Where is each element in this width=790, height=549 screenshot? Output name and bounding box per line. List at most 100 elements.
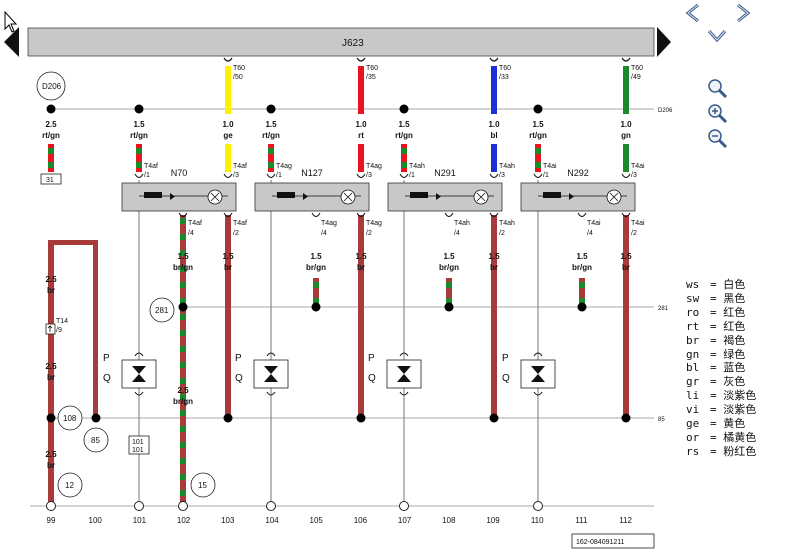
coil-symbol-icon <box>543 192 561 198</box>
pin-label: /2 <box>366 230 372 237</box>
mouse-cursor-icon <box>4 10 18 33</box>
pin-arrow-icon <box>266 352 276 357</box>
legend-eq: = <box>710 278 724 291</box>
sensor-cross-icon <box>343 192 353 202</box>
wire-color-label: br <box>47 373 55 382</box>
legend-eq: = <box>710 403 724 417</box>
pin-arrow-icon <box>134 391 144 396</box>
pin-label: T4ah <box>499 163 515 170</box>
pin-label: /1 <box>144 172 150 179</box>
label-85-line: 85 <box>658 417 665 423</box>
label-p: P <box>103 353 110 364</box>
wire-color-label: rt <box>358 131 364 140</box>
legend-row: ws= 白色 <box>686 278 756 292</box>
column-number: 102 <box>177 516 191 525</box>
coil-symbol-icon <box>410 192 428 198</box>
wire-color-label: br/gn <box>572 263 592 272</box>
label-d206: D206 <box>42 82 62 91</box>
sensor-cross-icon <box>609 192 619 202</box>
legend-row: li= 淡紫色 <box>686 389 756 403</box>
pin-label: T4ai <box>631 163 645 170</box>
ref-108: 108 <box>63 414 77 423</box>
legend-name: 灰色 <box>723 375 746 389</box>
box-101-top: 101 <box>132 439 144 446</box>
sensor-cross-icon <box>210 192 220 202</box>
column-number: 103 <box>221 516 235 525</box>
wire-size-label: 1.5 <box>177 252 189 261</box>
ref-15: 15 <box>198 481 207 490</box>
zoom-fit-icon[interactable] <box>708 79 728 99</box>
legend-name: 红色 <box>723 319 746 333</box>
legend-eq: = <box>710 389 724 403</box>
diode-symbol-icon <box>170 193 175 200</box>
t14-label: T14 <box>56 318 68 325</box>
connector-t14-arrow-icon <box>47 325 53 332</box>
pin-label: T4ag <box>276 163 292 170</box>
pin-label: T4af <box>233 163 247 170</box>
legend-eq: = <box>710 305 724 319</box>
pin-label: T4ah <box>409 163 425 170</box>
pin-arrow-icon <box>577 212 587 217</box>
pin-arrow-icon <box>356 173 366 178</box>
wire-color-label: br <box>490 263 498 272</box>
pin-arrow-icon <box>266 391 276 396</box>
column-number: 101 <box>133 516 147 525</box>
next-page-arrow-icon[interactable] <box>657 27 671 57</box>
zoom-out-icon[interactable] <box>708 129 728 149</box>
connector-label: T60 <box>499 65 511 72</box>
valve-actuator-icon <box>397 366 411 382</box>
pin-arrow-icon <box>533 352 543 357</box>
chevron-left-icon[interactable] <box>685 3 699 23</box>
legend-row: rs= 粉红色 <box>686 445 756 459</box>
pin-label: /3 <box>233 172 239 179</box>
wire-color-label: rt/gn <box>130 131 148 140</box>
ground-point-d206 <box>36 71 66 101</box>
label-p: P <box>235 353 242 364</box>
wire-size-label: 2.5 <box>45 275 57 284</box>
wire-size-label: 1.5 <box>620 252 632 261</box>
component-name-n127: N127 <box>301 168 323 178</box>
legend-code: sw <box>686 291 700 305</box>
legend-name: 淡紫色 <box>723 403 757 417</box>
wire-size-label: 2.5 <box>45 362 57 371</box>
reference-circles <box>57 297 216 498</box>
wire-color-label: br/gn <box>173 397 193 406</box>
pin-label: /2 <box>499 230 505 237</box>
label-d206-line: D206 <box>658 108 673 114</box>
valve-actuator-icon <box>132 366 146 382</box>
column-number: 105 <box>310 516 324 525</box>
pin-arrow-icon <box>399 352 409 357</box>
legend-row: sw= 黑色 <box>686 292 756 306</box>
pin-arrow-icon <box>178 212 188 217</box>
diode-symbol-icon <box>436 193 441 200</box>
legend-eq: = <box>710 430 724 444</box>
pin-label: T4af <box>233 220 247 227</box>
pin-label: T4ag <box>366 163 382 170</box>
legend-code: rt <box>686 319 700 333</box>
pin-arrow-icon <box>621 212 631 217</box>
pin-arrow-icon <box>399 173 409 178</box>
column-number: 99 <box>47 516 56 525</box>
wire-size-label: 1.5 <box>488 252 500 261</box>
wire-color-label: bl <box>490 131 497 140</box>
pin-label: T4ag <box>366 220 382 227</box>
wire-color-label: ge <box>223 131 233 140</box>
diode-symbol-icon <box>569 193 574 200</box>
zoom-in-icon[interactable] <box>708 104 728 124</box>
legend-name: 红色 <box>723 305 746 319</box>
coil-symbol-icon <box>277 192 295 198</box>
pin-arrow-icon <box>134 352 144 357</box>
label-p: P <box>368 353 375 364</box>
wire-color-label: br <box>47 286 55 295</box>
legend-name: 橘黄色 <box>723 430 757 444</box>
chevron-right-icon[interactable] <box>737 3 751 23</box>
pin-label: /4 <box>587 230 593 237</box>
chevron-down-icon[interactable] <box>707 30 727 43</box>
wire-size-label: 2.5 <box>45 120 57 129</box>
column-number: 100 <box>89 516 103 525</box>
prev-page-arrow-icon[interactable] <box>4 27 19 57</box>
connector-label: /33 <box>499 74 509 81</box>
wire-size-label: 1.5 <box>133 120 145 129</box>
pin-label: /1 <box>543 172 549 179</box>
